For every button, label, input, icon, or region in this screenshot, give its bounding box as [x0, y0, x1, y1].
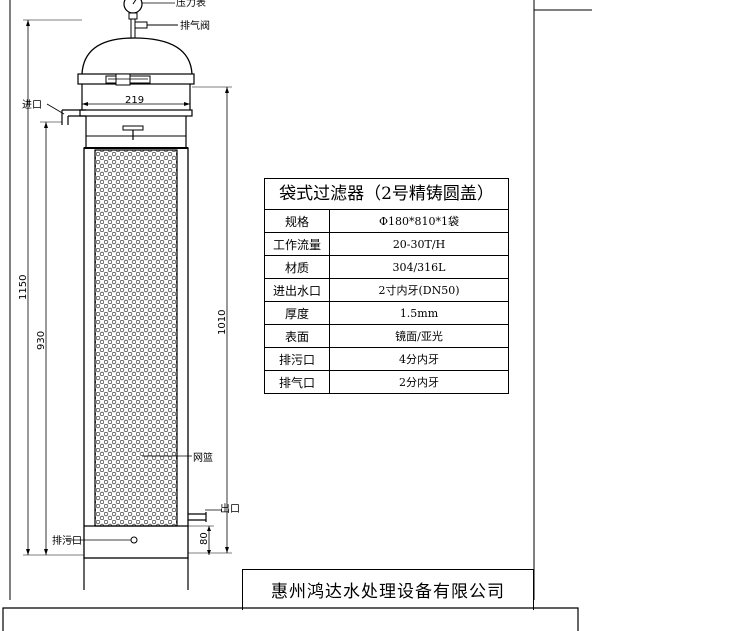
- spec-label: 进出水口: [265, 278, 330, 302]
- spec-label: 排气口: [265, 370, 330, 393]
- vent-valve-label: 排气阀: [180, 19, 210, 32]
- spec-label: 工作流量: [265, 232, 330, 256]
- basket-label: 网篮: [193, 451, 213, 464]
- dim-basket-height: 1010: [217, 310, 228, 335]
- table-row: 表面镜面/亚光: [265, 324, 508, 348]
- pressure-gauge-icon: [123, 0, 143, 40]
- dim-body-height: 930: [36, 331, 47, 350]
- clamp-bolt-icon: [105, 73, 151, 86]
- drain-port-icon: [130, 536, 138, 544]
- spec-value: 304/316L: [329, 255, 508, 279]
- spec-label: 排污口: [265, 347, 330, 371]
- spec-value: 2分内牙: [329, 370, 508, 393]
- spec-value: 4分内牙: [329, 347, 508, 371]
- drain-outlet-label: 排污口: [52, 534, 82, 547]
- outlet-label: 出口: [220, 502, 240, 515]
- spec-value: 镜面/亚光: [329, 324, 508, 348]
- spec-label: 厚度: [265, 301, 330, 325]
- dim-overall-height: 1150: [18, 275, 29, 300]
- dim-flange-width: 219: [125, 95, 144, 106]
- spec-value: Φ180*810*1袋: [329, 210, 508, 233]
- frame-bottom-outline: [2, 607, 579, 631]
- spec-label: 材质: [265, 255, 330, 279]
- company-name: 惠州鸿达水处理设备有限公司: [242, 569, 534, 610]
- filter-basket: [94, 149, 178, 527]
- vent-valve-icon: [134, 21, 178, 29]
- upper-chamber: [85, 116, 187, 148]
- inlet-label: 进口: [22, 99, 42, 111]
- spec-value: 2寸内牙(DN50): [329, 278, 508, 302]
- body-flange: [79, 109, 193, 117]
- dim-leg-height: 80: [199, 532, 210, 545]
- spec-value: 1.5mm: [329, 301, 508, 325]
- spec-label: 规格: [265, 210, 330, 233]
- spec-value: 20-30T/H: [329, 232, 508, 256]
- outlet-pipe: [188, 512, 207, 522]
- spec-label: 表面: [265, 324, 330, 348]
- spec-table-title: 袋式过滤器（2号精铸圆盖）: [265, 179, 508, 210]
- pressure-gauge-label: 压力表: [176, 0, 206, 9]
